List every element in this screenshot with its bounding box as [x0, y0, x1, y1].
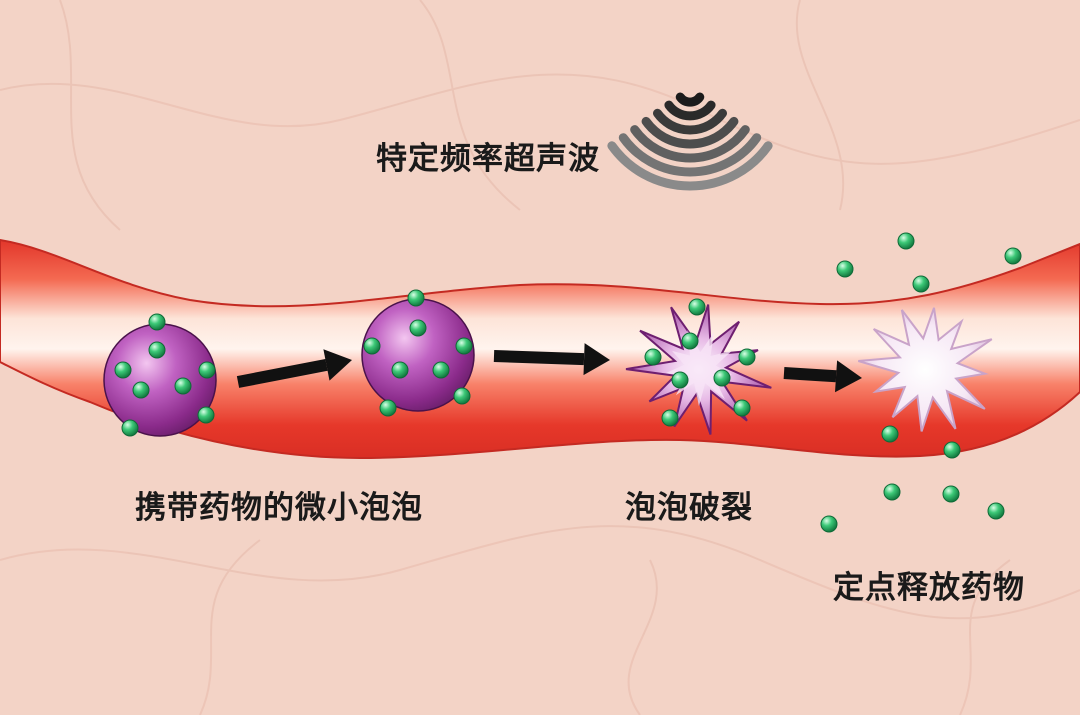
drug-particle	[114, 361, 132, 379]
drug-particle	[688, 298, 706, 316]
process-arrows	[236, 343, 862, 393]
drug-particle	[132, 381, 150, 399]
drug-particle	[733, 399, 751, 417]
drug-particle	[409, 319, 427, 337]
process-arrow	[493, 343, 610, 376]
blood-vessel	[0, 238, 1080, 460]
drug-particle	[1004, 247, 1022, 265]
stage-bubble-2	[361, 289, 475, 417]
ultrasound-wave-arc	[618, 133, 762, 177]
ultrasound-waves	[607, 92, 773, 191]
drug-particle	[379, 399, 397, 417]
drug-particle	[391, 361, 409, 379]
arrow-shaft	[236, 359, 328, 388]
stage-bubble-1	[103, 313, 217, 437]
drug-particle	[671, 371, 689, 389]
drug-particle	[432, 361, 450, 379]
drug-particle	[148, 313, 166, 331]
drug-particle	[738, 348, 756, 366]
release-label: 定点释放药物	[833, 570, 1025, 606]
drug-particle	[681, 332, 699, 350]
drug-particle	[987, 502, 1005, 520]
drug-particle	[644, 348, 662, 366]
bubble-label: 携带药物的微小泡泡	[135, 490, 423, 526]
arrow-head	[323, 349, 352, 381]
vessel-wall-outer	[0, 238, 1080, 460]
drug-particle	[883, 483, 901, 501]
drug-particle	[455, 337, 473, 355]
drug-particle	[453, 387, 471, 405]
arrow-head	[583, 343, 610, 376]
drug-particle	[943, 441, 961, 459]
drug-particle	[912, 275, 930, 293]
drug-particle	[661, 409, 679, 427]
ultrasound-wave-arc	[607, 141, 773, 191]
ultrasound-wave-arc	[653, 108, 727, 135]
drug-particle	[121, 419, 139, 437]
drug-particle	[198, 361, 216, 379]
process-arrow	[783, 360, 862, 393]
stage-burst	[625, 298, 772, 435]
drug-particle	[174, 377, 192, 395]
process-arrow	[236, 349, 352, 388]
ultrasound-wave-arc	[675, 92, 705, 107]
ultrasound-label: 特定频率超声波	[376, 141, 600, 177]
ultrasound-wave-arc	[641, 116, 739, 149]
stage-release	[820, 232, 1022, 533]
drug-particle	[407, 289, 425, 307]
popped-bubble	[858, 307, 993, 432]
drug-particle	[197, 406, 215, 424]
ultrasound-wave-arc	[630, 125, 750, 163]
drug-particle	[836, 260, 854, 278]
drug-particle	[820, 515, 838, 533]
drug-particle	[148, 341, 166, 359]
arrow-head	[835, 360, 862, 393]
drug-particle	[881, 425, 899, 443]
drug-particle	[942, 485, 960, 503]
drug-particle	[713, 369, 731, 387]
ultrasound-wave-arc	[664, 100, 716, 121]
arrow-shaft	[783, 367, 837, 383]
arrow-shaft	[493, 350, 585, 366]
drug-particle	[897, 232, 915, 250]
burst-label: 泡泡破裂	[625, 490, 753, 526]
drug-particle	[363, 337, 381, 355]
